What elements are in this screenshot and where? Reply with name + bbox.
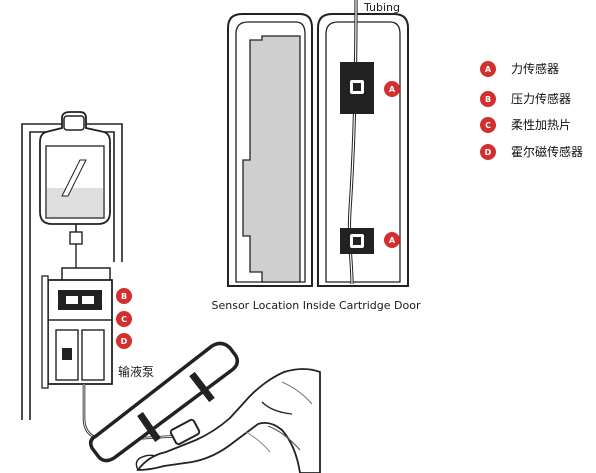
svg-text:A: A bbox=[389, 236, 396, 245]
legend-item-c: C 柔性加热片 bbox=[480, 117, 571, 133]
force-sensor-upper bbox=[340, 62, 374, 114]
pump-marker-d: D bbox=[116, 333, 132, 349]
svg-text:A: A bbox=[485, 65, 492, 74]
svg-text:D: D bbox=[121, 337, 128, 346]
legend-item-b: B 压力传感器 bbox=[480, 91, 571, 107]
left-door-panel bbox=[227, 13, 313, 287]
svg-text:B: B bbox=[121, 292, 127, 301]
pump-label: 输液泵 bbox=[118, 364, 154, 379]
svg-text:柔性加热片: 柔性加热片 bbox=[511, 118, 571, 132]
pump-marker-c: C bbox=[116, 311, 132, 327]
svg-text:霍尔磁传感器: 霍尔磁传感器 bbox=[511, 144, 583, 159]
legend-item-d: D 霍尔磁传感器 bbox=[480, 144, 583, 160]
pump-marker-b: B bbox=[116, 288, 132, 304]
svg-text:C: C bbox=[485, 121, 491, 130]
arm-board bbox=[88, 341, 240, 463]
iv-bag bbox=[39, 111, 111, 270]
tubing-label: Tubing bbox=[363, 1, 400, 14]
svg-text:力传感器: 力传感器 bbox=[511, 61, 559, 76]
svg-text:B: B bbox=[485, 95, 491, 104]
svg-text:D: D bbox=[485, 148, 492, 157]
door-caption: Sensor Location Inside Cartridge Door bbox=[212, 299, 421, 312]
infusion-pump bbox=[41, 267, 113, 389]
arm bbox=[135, 368, 321, 473]
svg-text:A: A bbox=[389, 85, 396, 94]
legend-item-a: A 力传感器 bbox=[480, 61, 559, 77]
legend: A 力传感器 B 压力传感器 C 柔性加热片 D 霍尔磁传感器 bbox=[480, 61, 583, 160]
force-sensor-lower bbox=[340, 228, 374, 254]
door-marker-a-upper: A bbox=[384, 81, 400, 97]
svg-text:压力传感器: 压力传感器 bbox=[511, 91, 571, 106]
door-marker-a-lower: A bbox=[384, 232, 400, 248]
right-door-panel bbox=[317, 13, 409, 287]
svg-text:C: C bbox=[121, 315, 127, 324]
cartridge-door bbox=[227, 0, 409, 287]
cartridge-insert bbox=[242, 35, 301, 283]
